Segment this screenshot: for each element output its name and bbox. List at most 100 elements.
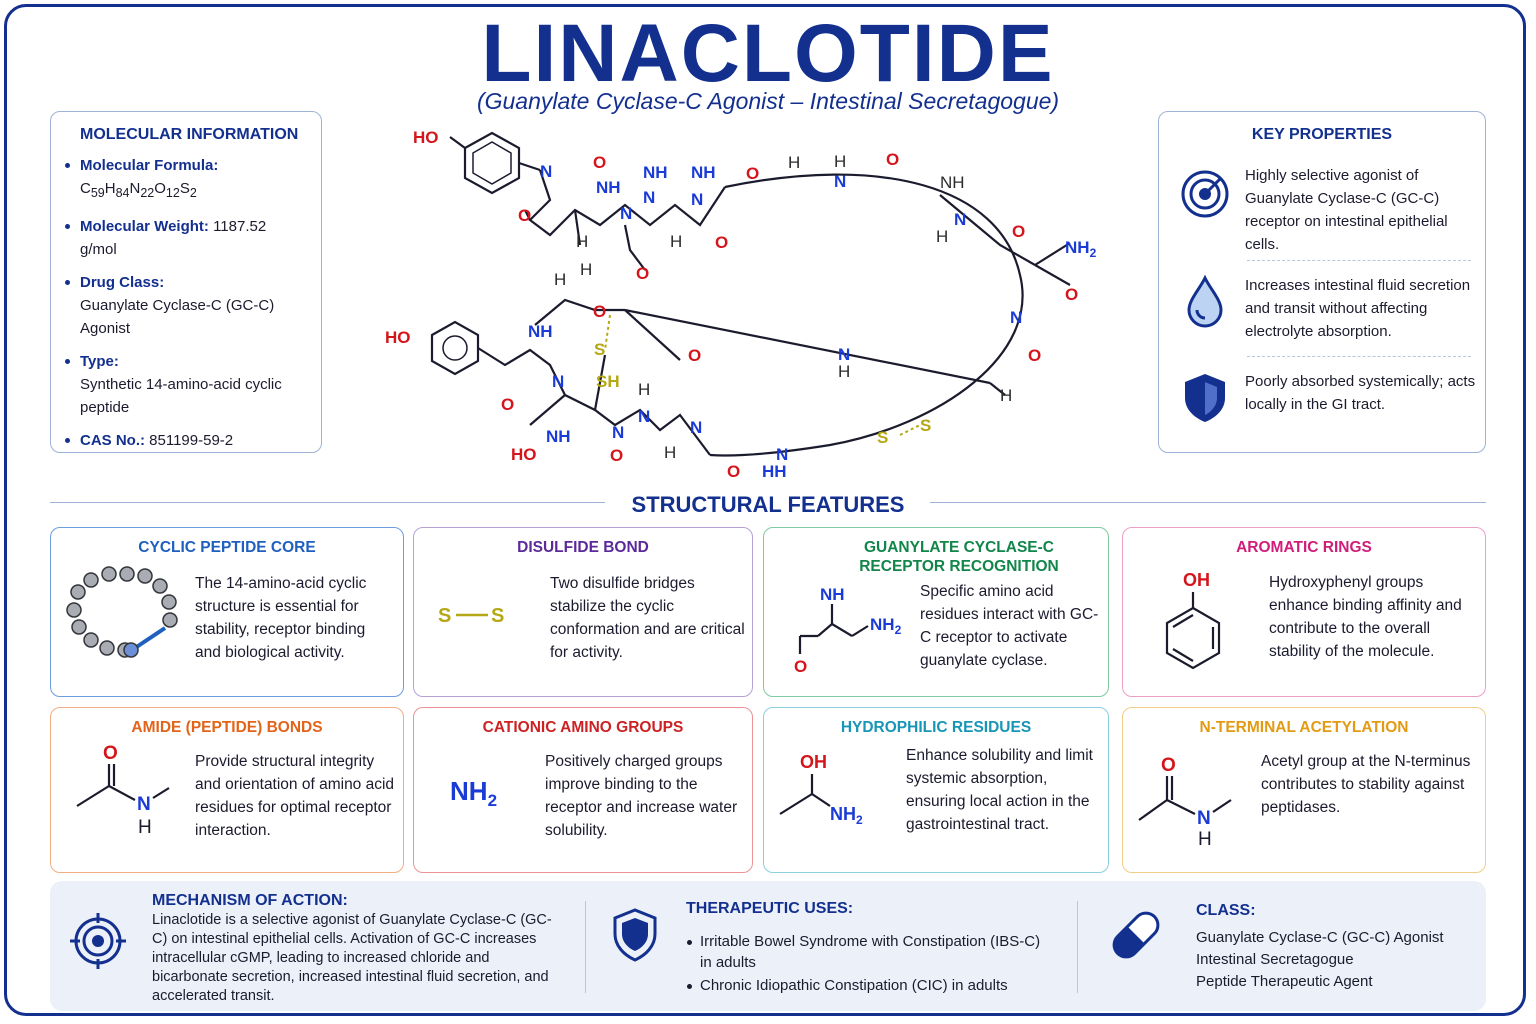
card-title: N-TERMINAL ACETYLATION [1199,719,1409,736]
nitrogen-label: NH [546,427,571,446]
card-title: HYDROPHILIC RESIDUES [840,719,1032,736]
hydrogen-label: H [838,362,850,381]
amine-group-icon: NH2 [450,776,498,811]
structural-features-heading: STRUCTURAL FEATURES [631,492,905,517]
svg-text:H: H [138,817,152,838]
list-item: Chronic Idiopathic Constipation (CIC) in… [687,975,1050,996]
card-title: AROMATIC RINGS [1236,539,1372,556]
amide-icon: O N H [76,743,170,838]
hydrogen-label: H [580,260,592,279]
hydrogen-label: H [936,227,948,246]
nitrogen-label: HH [762,462,787,481]
type-item: Type: Synthetic 14-amino-acid cyclic pep… [65,350,307,419]
svg-text:S: S [438,605,451,627]
n-terminal-acetylation-card: N-TERMINAL ACETYLATION O N H Acetyl grou… [1122,707,1486,873]
oxygen-label: O [636,264,649,283]
nitrogen-label: N [552,372,564,391]
nitrogen-label: N [954,210,966,229]
card-title: GUANYLATE CYCLASE-C RECEPTOR RECOGNITION [859,539,1059,575]
linaclotide-structure-diagram: HO O O O O O O O O O O O HO O HO O O N N… [385,128,1097,481]
hydrogen-label: H [670,232,682,251]
oxygen-label: O [886,150,899,169]
nitrogen-label: N [1010,308,1022,327]
page-subtitle: (Guanylate Cyclase-C Agonist – Intestina… [476,88,1060,114]
class-item: Intestinal Secretagogue [1196,951,1354,968]
formula-label: Molecular Formula: [80,157,219,174]
list-item: Irritable Bowel Syndrome with Constipati… [687,931,1050,973]
sulfur-label: SH [596,372,620,391]
hydrogen-label: H [788,153,800,172]
key-property-text: Increases intestinal fluid secretion and… [1245,277,1471,340]
cyclic-peptide-core-card: CYCLIC PEPTIDE CORE The 14-amino-acid cy… [50,527,404,697]
cas-label: CAS No.: [80,432,145,449]
type-label: Type: [80,353,119,370]
card-title: CYCLIC PEPTIDE CORE [138,539,316,556]
svg-text:NH2: NH2 [830,804,863,827]
band-divider [1077,901,1078,993]
mechanism-heading: MECHANISM OF ACTION: [152,892,348,909]
nitrogen-label: N [620,204,632,223]
receptor-recognition-card: GUANYLATE CYCLASE-C RECEPTOR RECOGNITION… [763,527,1109,697]
nh-label: NH [940,173,965,192]
nitrogen-label: NH [691,163,716,182]
hydrophilic-residues-card: HYDROPHILIC RESIDUES OH NH2 Enhance solu… [763,707,1109,873]
hydrogen-label: H [1000,386,1012,405]
nitrogen-label: N [612,423,624,442]
formula-value: C59H84N22O12S2 [80,180,197,200]
oxygen-label: O [727,462,740,481]
svg-text:OH: OH [800,752,827,772]
card-title: DISULFIDE BOND [517,539,649,556]
amine-label: NH2 [1065,238,1097,260]
card-title: CATIONIC AMINO GROUPS [482,719,684,736]
oxygen-label: O [501,395,514,414]
card-description: Two disulfide bridges stabilize the cycl… [550,575,745,661]
sulfur-label: S [877,428,888,447]
disulfide-icon: S S [438,605,504,627]
svg-text:OH: OH [1183,570,1210,590]
class-item: Peptide Therapeutic Agent [1196,973,1373,990]
class-item: Guanylate Cyclase-C (GC-C) Agonist [1196,929,1444,946]
mechanism-text: Linaclotide is a selective agonist of Gu… [152,912,552,1004]
svg-text:NH2: NH2 [870,615,902,637]
page-frame [4,4,1526,1016]
acetyl-icon: O N H [1138,755,1232,850]
aromatic-rings-card: AROMATIC RINGS OH Hydroxyphenyl groups e… [1122,527,1486,697]
amino-acid-icon: NH NH2 O [794,585,902,676]
nitrogen-label: N [776,445,788,464]
key-property-divider [1247,356,1471,357]
svg-text:N: N [1197,808,1211,829]
card-description: Hydroxyphenyl groups enhance binding aff… [1269,574,1462,660]
class-heading: CLASS: [1196,902,1256,919]
nitrogen-label: NH [596,178,621,197]
sulfur-label: S [594,340,605,359]
key-property-text: Poorly absorbed systemically; acts local… [1245,373,1476,413]
hydroxyl-label: HO [511,445,537,464]
therapeutic-uses-heading: THERAPEUTIC USES: [686,900,854,917]
cationic-amino-groups-card: CATIONIC AMINO GROUPS NH2 Positively cha… [413,707,753,873]
nitrogen-label: N [838,345,850,364]
weight-item: Molecular Weight: 1187.52 g/mol [65,215,307,261]
key-property-text: Highly selective agonist of Guanylate Cy… [1245,167,1448,253]
drug-class-label: Drug Class: [80,274,165,291]
target-icon [1181,170,1229,218]
oxygen-label: O [1065,285,1078,304]
key-properties-panel: KEY PROPERTIES Highly selective agonist … [1158,111,1486,453]
amide-bonds-card: AMIDE (PEPTIDE) BONDS O N H Provide stru… [50,707,404,873]
weight-label: Molecular Weight: [80,218,209,235]
nitrogen-label: N [540,162,552,181]
hydrogen-label: H [664,443,676,462]
nitrogen-label: N [691,190,703,209]
nitrogen-label: N [643,188,655,207]
molecular-information-heading: MOLECULAR INFORMATION [80,126,299,143]
oxygen-label: O [593,302,606,321]
oxygen-label: O [518,206,531,225]
weight-value: 1187.52 g/mol [80,218,267,258]
hydrogen-label: H [834,152,846,171]
svg-text:O: O [1161,755,1176,776]
oxygen-label: O [746,164,759,183]
formula-item: Molecular Formula: C59H84N22O12S2 [65,154,307,205]
svg-text:NH: NH [820,585,845,604]
shield-icon [1185,374,1225,422]
hydroxy-amine-icon: OH NH2 [779,752,863,827]
nitrogen-label: N [690,418,702,437]
